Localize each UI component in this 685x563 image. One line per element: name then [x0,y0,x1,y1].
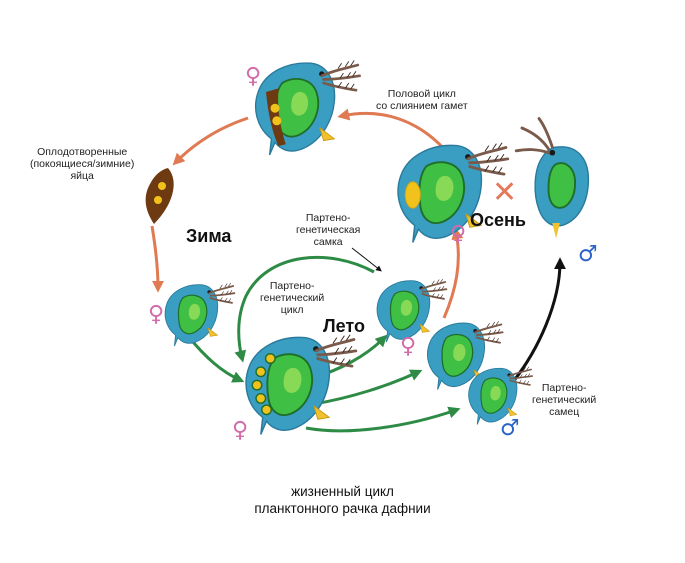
season-autumn: Осень [470,210,526,230]
daphnia-autumn-male [514,117,590,239]
season-winter: Зима [186,226,232,246]
daphnia-autumn-female [396,141,510,244]
female-symbol-summer: ♀ [400,334,417,359]
arrow-young-to-mother [186,335,245,383]
female-symbol-top: ♀ [245,64,262,89]
label-sexual-cycle: Половой цикл со слиянием гамет [376,88,468,112]
daphnia-parthenogenetic-mother [244,333,358,436]
arrow-mother-to-male [305,406,461,433]
arrow-top-female-to-eggs [172,116,249,166]
arrow-parthenogenetic-loop [234,255,375,363]
label-parthenogenetic-male: Партено- генетический самец [532,382,597,418]
diagram-caption: жизненный цикл планктонного рачка дафнии [254,484,431,516]
label-parthenogenetic-cycle: Партено- генетический цикл [260,280,325,316]
winter-eggs-ephippium [145,168,174,224]
label-fertilized-eggs: Оплодотворенные (покоящиеся/зимние) яйца [30,146,135,182]
arrow-female-to-autumn [442,227,464,319]
arrow-male-to-autumn-male [506,257,566,389]
female-symbol-young: ♀ [148,302,165,327]
daphnia-parthenogenetic-female [376,278,448,343]
female-symbol-mother: ♀ [232,418,249,443]
label-parthenogenetic-female: Партено- генетическая самка [296,212,361,248]
daphnia-young-female [164,282,236,347]
season-summer: Лето [323,316,365,336]
female-symbol-autumn: ♀ [450,222,467,247]
arrow-mother-to-right-female [313,369,423,406]
male-symbol-parthenogenetic: ♂ [500,416,520,441]
pointer-parthenogenetic-female [351,247,382,272]
male-symbol-autumn: ♂ [578,242,598,267]
daphnia-sexual-female-top [254,59,361,157]
mating-cross-symbol: ✕ [492,175,518,210]
arrow-eggs-to-young-female [150,225,164,293]
